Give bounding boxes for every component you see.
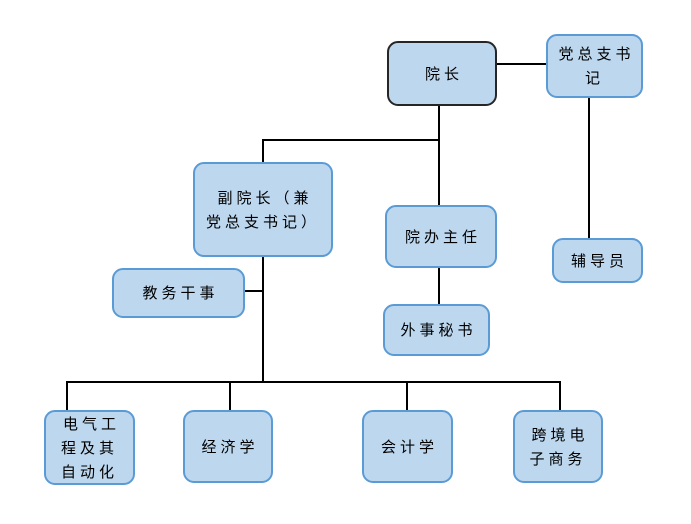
node-counselor-label: 辅导员 bbox=[570, 251, 628, 270]
node-economics: 经济学 bbox=[183, 410, 273, 483]
connector-academic-affairs bbox=[243, 290, 264, 292]
connector-party-counselor bbox=[588, 98, 590, 238]
node-vice-dean: 副院长（兼 党总支书记） bbox=[193, 162, 333, 257]
connector-drop-accounting bbox=[406, 381, 408, 410]
node-academic-affairs-officer: 教务干事 bbox=[112, 268, 245, 318]
connector-office-foreign bbox=[438, 268, 440, 304]
connector-branch-horizontal bbox=[262, 139, 440, 141]
node-academic-affairs-officer-label: 教务干事 bbox=[142, 284, 219, 302]
node-office-director-label: 院办主任 bbox=[404, 227, 481, 246]
connector-drop-economics bbox=[229, 381, 231, 410]
node-foreign-affairs-secretary-label: 外事秘书 bbox=[400, 321, 477, 339]
node-dean: 院长 bbox=[387, 41, 497, 106]
connector-dean-party bbox=[497, 63, 546, 65]
node-office-director: 院办主任 bbox=[385, 205, 497, 268]
connector-drop-ecommerce bbox=[559, 381, 561, 410]
node-cross-border-ecommerce-label: 跨境电 子商务 bbox=[529, 425, 589, 468]
node-accounting-label: 会计学 bbox=[380, 437, 438, 456]
connector-bottom-rail bbox=[66, 381, 561, 383]
node-cross-border-ecommerce: 跨境电 子商务 bbox=[513, 410, 603, 483]
connector-vice-dean-rail bbox=[262, 257, 264, 383]
node-foreign-affairs-secretary: 外事秘书 bbox=[383, 304, 490, 356]
node-dean-label: 院长 bbox=[424, 64, 463, 83]
node-counselor: 辅导员 bbox=[552, 238, 643, 283]
node-vice-dean-label: 副院长（兼 党总支书记） bbox=[205, 188, 320, 231]
connector-dean-office-director bbox=[438, 106, 440, 205]
connector-drop-electrical bbox=[66, 381, 68, 410]
connector-drop-vice-dean bbox=[262, 139, 264, 162]
node-party-branch-secretary: 党总支书 记 bbox=[546, 34, 643, 98]
node-electrical-engineering: 电气工 程及其 自动化 bbox=[44, 410, 135, 485]
node-accounting: 会计学 bbox=[362, 410, 453, 483]
node-party-branch-secretary-label: 党总支书 记 bbox=[558, 45, 635, 87]
node-electrical-engineering-label: 电气工 程及其 自动化 bbox=[60, 414, 120, 481]
node-economics-label: 经济学 bbox=[201, 437, 259, 456]
